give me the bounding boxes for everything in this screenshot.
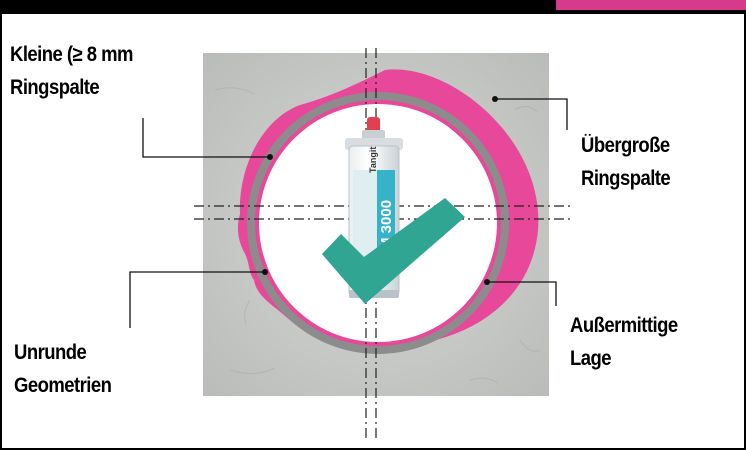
label-off-center-line2: Lage — [570, 347, 612, 370]
label-irregular-geometry: Unrunde Geometrien — [14, 336, 112, 402]
label-oversized-gap-line1: Übergroße — [581, 134, 670, 157]
label-small-gap: Kleine (≥ 8 mm Ringspalte — [10, 38, 133, 104]
label-small-gap-line2: Ringspalte — [10, 76, 100, 99]
concrete-texture — [214, 87, 541, 384]
cartridge-brand: Tangit — [368, 147, 378, 173]
leader-bottom-right — [487, 281, 557, 306]
leader-dots — [262, 96, 498, 285]
label-off-center-line1: Außermittige — [570, 314, 678, 337]
check-icon — [322, 198, 465, 304]
leader-top-right — [495, 98, 568, 130]
label-small-gap-line1: Kleine (≥ 8 mm — [10, 43, 133, 66]
leader-top-left — [142, 118, 270, 158]
label-irregular-geometry-line1: Unrunde — [14, 341, 87, 364]
label-oversized-gap-line2: Ringspalte — [581, 167, 671, 190]
pipe-ring — [247, 92, 509, 354]
label-irregular-geometry-line2: Geometrien — [14, 374, 112, 397]
cartridge-product: M 3000 — [378, 200, 395, 250]
leader-bottom-left — [129, 271, 265, 328]
label-oversized-gap: Übergroße Ringspalte — [581, 129, 671, 195]
leader-lines — [129, 98, 568, 328]
accent-bar — [556, 0, 746, 10]
label-off-center: Außermittige Lage — [570, 309, 678, 375]
